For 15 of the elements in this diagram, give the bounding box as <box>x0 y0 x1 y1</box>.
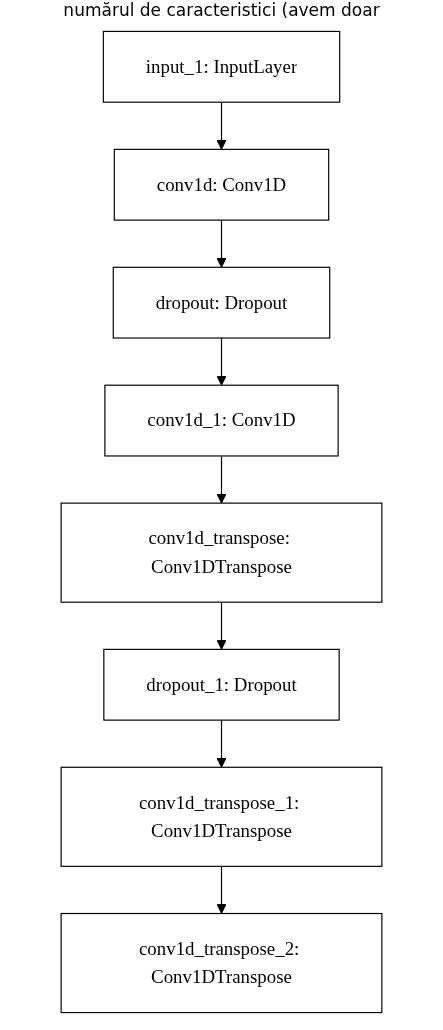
node-box: dropout: Dropout <box>112 266 331 339</box>
node-box: conv1d: Conv1D <box>113 148 330 221</box>
arrow <box>216 865 227 914</box>
node-box: conv1d_transpose_2: Conv1DTranspose <box>60 912 383 1014</box>
arrow <box>216 337 227 386</box>
node-box: dropout_1: Dropout <box>103 648 340 721</box>
node-box: conv1d_1: Conv1D <box>104 384 339 457</box>
arrow <box>216 219 227 268</box>
node-box: conv1d_transpose: Conv1DTranspose <box>60 502 383 603</box>
arrow <box>216 455 227 504</box>
arrow <box>216 101 227 150</box>
node-box: input_1: InputLayer <box>102 30 341 103</box>
arrow <box>216 719 227 768</box>
node-box: conv1d_transpose_1: Conv1DTranspose <box>60 766 383 867</box>
arrow <box>216 601 227 650</box>
